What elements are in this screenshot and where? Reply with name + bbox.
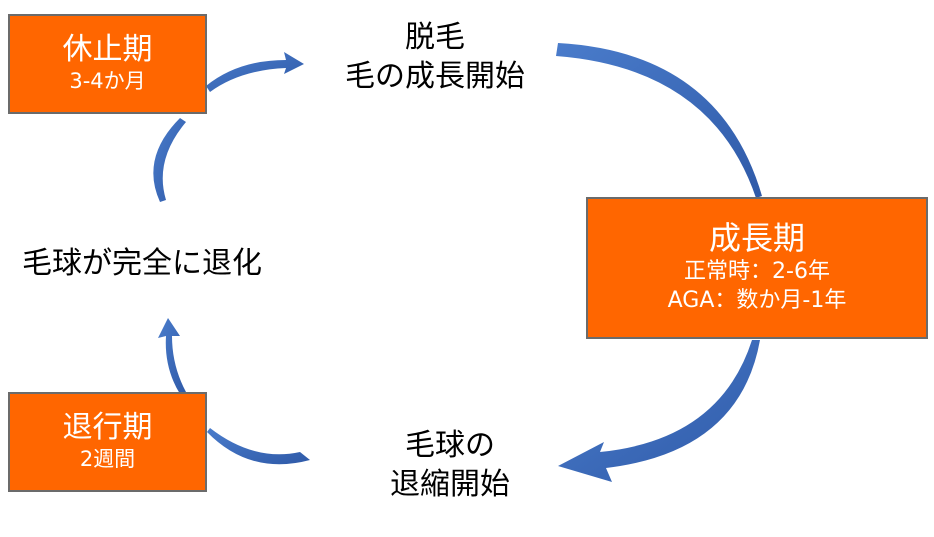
arc-arrow-to-regression-start [558, 340, 760, 482]
arc-arrow-to-full-regression [158, 318, 186, 394]
arc-arrow-to-regression-box [207, 428, 310, 465]
bulb-shrink-caption-line1: 毛球の [405, 428, 495, 463]
arc-arrow-to-shedding [206, 52, 304, 92]
bulb-shrink-caption-line2: 退縮開始 [390, 467, 510, 502]
arc-arrow-to-rest [153, 118, 186, 202]
growth-phase-normal-duration: 正常時：2-6年 [684, 258, 830, 284]
regression-phase-duration: 2週間 [79, 447, 136, 472]
regression-phase-title: 退行期 [62, 409, 153, 445]
growth-phase-box: 成長期 正常時：2-6年 AGA：数か月-1年 [586, 197, 928, 339]
bulb-shrink-caption: 毛球の 退縮開始 [355, 426, 545, 504]
growth-phase-title: 成長期 [708, 218, 805, 257]
arc-arrow-to-growth [556, 43, 762, 198]
growth-phase-aga-duration: AGA：数か月-1年 [667, 288, 847, 314]
full-regression-caption: 毛球が完全に退化 [22, 246, 262, 281]
shedding-caption-line2: 毛の成長開始 [345, 59, 525, 94]
regression-phase-box: 退行期 2週間 [8, 392, 207, 492]
shedding-caption: 脱毛 毛の成長開始 [310, 18, 560, 96]
shedding-caption-line1: 脱毛 [405, 20, 465, 55]
rest-phase-title: 休止期 [62, 31, 153, 67]
rest-phase-box: 休止期 3-4か月 [8, 14, 207, 114]
rest-phase-duration: 3-4か月 [69, 69, 146, 94]
